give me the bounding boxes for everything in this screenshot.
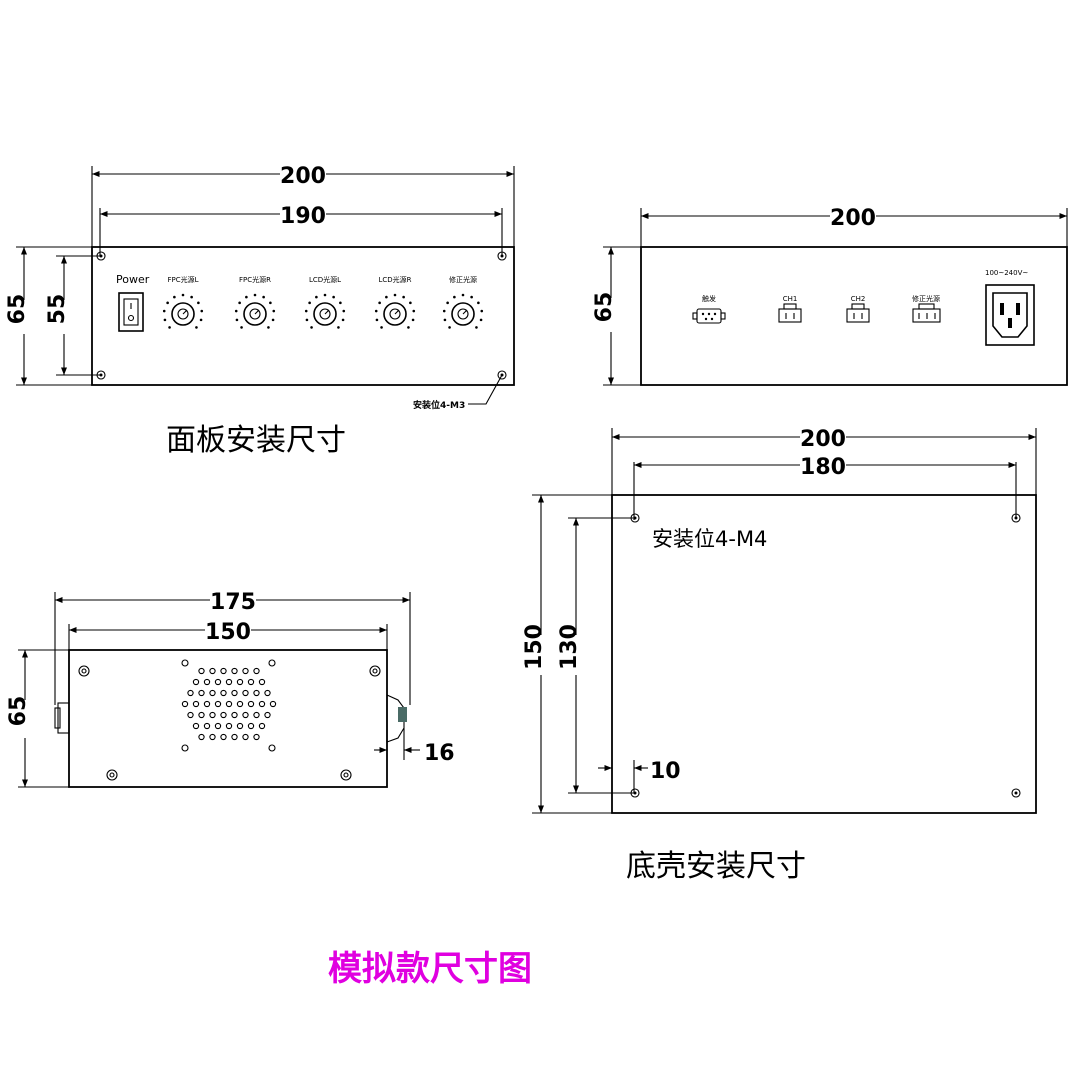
- bottom-mount-holes: [630, 513, 1021, 798]
- bottom-height-dim: 150: [522, 624, 547, 670]
- bottom-shell-view: 200 180 150 130 10 安装位4-M4 底壳安装尺寸: [522, 427, 1037, 884]
- front-panel-outline: [91, 246, 515, 386]
- bottom-hole-span-dim: 180: [800, 455, 846, 480]
- knob-label: FPC光源L: [167, 275, 198, 284]
- power-inlet-icon: [985, 284, 1035, 346]
- side-body-outline: [68, 649, 388, 788]
- front-height-dim: 65: [5, 294, 30, 325]
- rear-panel-view: 200 65 触发 CH1 CH2 修正光源: [592, 206, 1068, 386]
- bottom-shell-outline: [611, 494, 1037, 814]
- power-switch-icon: [118, 292, 144, 332]
- side-protrusion-dim: 16: [424, 741, 455, 766]
- side-screw-holes: [78, 665, 381, 781]
- side-left-knob: [57, 702, 70, 734]
- front-mount-note: 安装位4-M3: [413, 399, 465, 411]
- knob-label: FPC光源R: [239, 275, 271, 284]
- knob-4: LCD光源R: [374, 275, 416, 329]
- ch2-connector: CH2: [846, 295, 870, 323]
- front-panel-view: 200 190 65 55 Power FPC光源L FPC光源R LCD光源L LC…: [5, 164, 515, 458]
- ch1-connector: CH1: [778, 295, 802, 323]
- trigger-connector: 触发: [692, 294, 726, 324]
- rear-height-dim: 65: [592, 292, 617, 323]
- trigger-label: 触发: [702, 294, 716, 303]
- ch2-label: CH2: [851, 295, 866, 303]
- side-height-dim: 65: [6, 696, 31, 727]
- knob-label: 修正光源: [449, 275, 477, 284]
- vent-hole-pattern: [181, 659, 277, 752]
- side-body-dim: 150: [205, 620, 251, 645]
- knob-dial-icon: [313, 302, 337, 326]
- front-width-dim: 200: [280, 164, 326, 189]
- knob-2: FPC光源R: [234, 275, 276, 329]
- power-label: Power: [116, 273, 150, 286]
- correction-light-connector: 修正光源: [912, 294, 941, 323]
- bottom-hole-height-dim: 130: [557, 624, 582, 670]
- bottom-width-dim: 200: [800, 427, 846, 452]
- front-panel-caption: 面板安装尺寸: [166, 423, 346, 458]
- knob-1: FPC光源L: [162, 275, 204, 329]
- ch1-label: CH1: [783, 295, 798, 303]
- knob-dial-icon: [171, 302, 195, 326]
- knob-dial-icon: [451, 302, 475, 326]
- knob-label: LCD光源L: [309, 275, 341, 284]
- bottom-shell-caption: 底壳安装尺寸: [626, 849, 806, 884]
- side-length-dim: 175: [210, 590, 256, 615]
- knob-dial-icon: [383, 302, 407, 326]
- bottom-mount-note: 安装位4-M4: [652, 527, 767, 551]
- knob-dial-icon: [243, 302, 267, 326]
- rear-width-dim: 200: [830, 206, 876, 231]
- knob-3: LCD光源L: [304, 275, 346, 329]
- front-hole-height-dim: 55: [45, 294, 70, 325]
- knob-label: LCD光源R: [378, 275, 411, 284]
- side-view: 175 150 65 16: [6, 590, 455, 788]
- bottom-edge-offset-dim: 10: [650, 759, 681, 784]
- voltage-label: 100~240V~: [985, 269, 1028, 277]
- front-mount-holes: [96, 251, 507, 380]
- front-hole-span-dim: 190: [280, 204, 326, 229]
- knob-5: 修正光源: [442, 275, 484, 329]
- correction-light-label: 修正光源: [912, 294, 940, 303]
- main-title: 模拟款尺寸图: [328, 949, 532, 989]
